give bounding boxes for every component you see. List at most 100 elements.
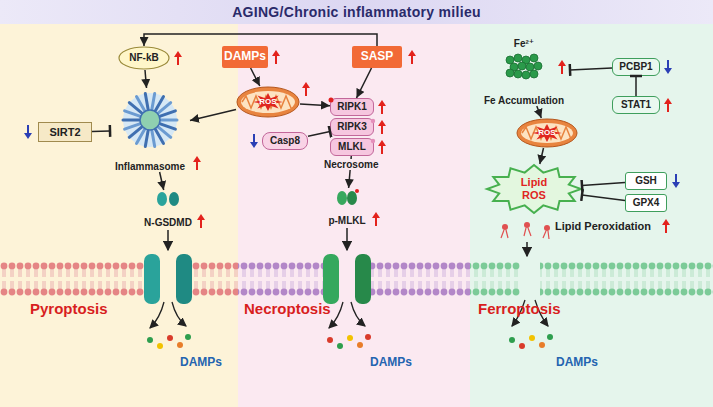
damp-dot bbox=[509, 337, 515, 343]
node-text: Lipid ROS bbox=[510, 176, 558, 201]
inhibition-connector bbox=[308, 132, 330, 137]
iron-cluster: Fe²⁺Fe Accumulation bbox=[478, 38, 570, 106]
protein-box: STAT1 bbox=[612, 96, 660, 114]
increase-arrow bbox=[664, 98, 672, 112]
inflammasome-core bbox=[140, 110, 160, 130]
node-text: Fe Accumulation bbox=[484, 95, 564, 107]
damp-dot bbox=[347, 335, 353, 341]
title-banner bbox=[0, 0, 713, 24]
protein-box: Casp8 bbox=[262, 132, 308, 150]
label-text: DAMPs bbox=[180, 355, 222, 369]
protein-box: RIPK3 bbox=[330, 118, 374, 136]
inflammasome-spoke bbox=[129, 127, 141, 137]
inflammasome-spoke bbox=[152, 93, 155, 109]
node-text: MLKL bbox=[338, 141, 366, 153]
label-text: Pyroptosis bbox=[30, 300, 108, 317]
lipid-fragment bbox=[502, 224, 508, 230]
node-text: GSH bbox=[635, 175, 657, 187]
inflammasome-spoke bbox=[152, 131, 155, 147]
mito-cristae bbox=[522, 127, 571, 139]
arrow-connector bbox=[540, 148, 544, 164]
node-text: GPX4 bbox=[633, 197, 660, 209]
ros-burst bbox=[532, 124, 562, 142]
phospho-dot bbox=[329, 98, 334, 103]
inflammasome-spoke bbox=[145, 93, 148, 109]
increase-arrow bbox=[302, 82, 310, 96]
iron-particle bbox=[514, 70, 522, 78]
iron-particle bbox=[530, 70, 538, 78]
inhibition-connector bbox=[570, 68, 612, 70]
protein-box: PCBP1 bbox=[612, 58, 660, 76]
phospho-dot bbox=[371, 119, 375, 123]
trigger-box: DAMPs bbox=[222, 46, 268, 68]
increase-arrow bbox=[558, 60, 566, 74]
damp-dot bbox=[357, 342, 363, 348]
increase-arrow bbox=[193, 156, 201, 170]
node-text: ROS bbox=[538, 128, 555, 137]
damp-dot bbox=[147, 337, 153, 343]
gsdmd-pore bbox=[176, 254, 192, 304]
node-text: DAMPs bbox=[224, 50, 266, 64]
inhibition-connector bbox=[582, 195, 625, 200]
protein-box: MLKL bbox=[330, 138, 374, 156]
increase-arrow bbox=[378, 120, 386, 134]
release-arrow bbox=[351, 302, 365, 326]
inflammasome-spoke bbox=[160, 124, 175, 129]
inflammasome-spoke bbox=[125, 124, 140, 129]
inflammasome-spoke bbox=[156, 130, 164, 144]
release-arrow bbox=[172, 302, 186, 326]
label-text: DAMPs bbox=[370, 355, 412, 369]
damp-dot bbox=[167, 335, 173, 341]
ros-burst bbox=[253, 93, 283, 111]
arrow-connector bbox=[537, 106, 542, 118]
lipid-fragment bbox=[501, 230, 508, 238]
inhibition-connector bbox=[635, 76, 637, 96]
damp-dot bbox=[157, 343, 163, 349]
node-text: SASP bbox=[361, 50, 394, 64]
node-text: Casp8 bbox=[270, 135, 300, 147]
increase-arrow bbox=[662, 219, 670, 233]
pmlkl-oligomer: p-MLKL bbox=[318, 188, 376, 226]
node-text: N-GSDMD bbox=[144, 217, 192, 229]
cell-membrane bbox=[470, 262, 713, 296]
iron-particle bbox=[506, 69, 514, 77]
protein-box: RIPK1 bbox=[330, 98, 374, 116]
starburst-outline bbox=[487, 165, 581, 213]
iron-particle bbox=[522, 71, 530, 79]
inflammasome-spoke bbox=[160, 111, 175, 116]
shape-outline bbox=[110, 88, 190, 172]
inhibition-connector bbox=[582, 183, 625, 186]
pore-arrow bbox=[346, 228, 348, 250]
damp-dot bbox=[529, 335, 535, 341]
lipid-fragment bbox=[544, 225, 550, 231]
mito-cristae bbox=[242, 96, 291, 108]
lipid-ros-burst: Lipid ROS bbox=[486, 164, 582, 214]
mitochondrion: ROS bbox=[236, 86, 300, 118]
label-text: Necroptosis bbox=[244, 300, 331, 317]
trigger-box: SASP bbox=[352, 46, 402, 68]
arrow-connector bbox=[251, 68, 260, 86]
release-arrow bbox=[150, 302, 164, 328]
label-text: Lipid Peroxidation bbox=[555, 220, 651, 232]
decrease-arrow bbox=[24, 125, 32, 139]
pyroptosis-panel bbox=[0, 24, 238, 407]
increase-arrow bbox=[378, 100, 386, 114]
ferroptosis-panel bbox=[470, 24, 713, 407]
pmlkl-icon bbox=[347, 191, 357, 205]
inflammasome-spoke bbox=[145, 131, 148, 147]
increase-arrow bbox=[272, 50, 280, 64]
gsdmd-fragment: N-GSDMD bbox=[128, 190, 208, 228]
decrease-arrow bbox=[672, 174, 680, 188]
damp-dot bbox=[365, 334, 371, 340]
damp-dot bbox=[547, 334, 553, 340]
damp-dot bbox=[177, 342, 183, 348]
node-text: STAT1 bbox=[621, 99, 651, 111]
mlkl-pore bbox=[355, 254, 371, 304]
arrow-connector bbox=[190, 110, 236, 121]
gsdmd-pore bbox=[144, 254, 160, 304]
